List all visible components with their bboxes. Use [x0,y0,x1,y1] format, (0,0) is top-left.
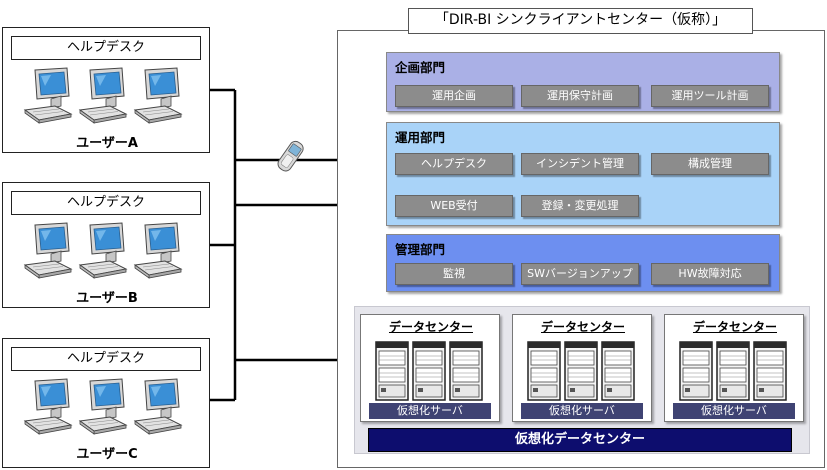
department-title: 運用部門 [395,130,446,145]
server-rack-icon [753,341,787,401]
computer-icon [133,378,183,435]
user-name: ユーザーB [76,291,138,306]
user-group-c: ヘルプデスク ユーザーC [2,338,210,468]
server-rack-icon [564,341,598,401]
server-rack-icon [527,341,561,401]
virtual-server-label: 仮想化サーバ [369,403,491,419]
operations-item: ヘルプデスク [395,153,513,175]
operations-item: WEB受付 [395,195,513,217]
mobile-phone-icon [277,140,304,172]
center-title: 「DIR-BI シンクライアントセンター（仮称）」 [408,8,753,34]
computer-icon [133,67,183,124]
operations-department: 運用部門 ヘルプデスク インシデント管理 構成管理 WEB受付 登録・変更処理 [386,122,780,226]
operations-item: 構成管理 [651,153,769,175]
computer-icon [78,67,128,124]
operations-item: インシデント管理 [521,153,639,175]
server-rack-icons [375,341,487,403]
virtual-datacenter-bar: 仮想化データセンター [368,428,792,452]
computer-icons [21,377,191,447]
user-name: ユーザーC [76,447,138,462]
computer-icon [23,67,73,124]
helpdesk-label: ヘルプデスク [11,36,201,60]
virtual-server-label: 仮想化サーバ [521,403,643,419]
operations-item: 登録・変更処理 [521,195,639,217]
server-rack-icon [716,341,750,401]
datacenter: データセンター 仮想化サーバ [664,314,804,422]
user-group-a: ヘルプデスク ユーザーA [2,27,210,153]
server-rack-icon [375,341,409,401]
computer-icons [21,66,191,136]
virtual-server-label: 仮想化サーバ [673,403,795,419]
server-rack-icon [679,341,713,401]
datacenter-title: データセンター [388,320,473,334]
department-title: 企画部門 [395,60,446,75]
server-rack-icons [679,341,791,403]
server-rack-icon [449,341,483,401]
department-title: 管理部門 [395,242,446,257]
user-group-b: ヘルプデスク ユーザーB [2,182,210,308]
planning-item: 運用ツール計画 [651,85,769,107]
helpdesk-label: ヘルプデスク [11,347,201,371]
planning-item: 運用保守計画 [521,85,639,107]
planning-item: 運用企画 [395,85,513,107]
computer-icon [78,222,128,279]
server-rack-icons [527,341,639,403]
management-item: HW故障対応 [651,263,769,285]
computer-icons [21,221,191,291]
datacenter: データセンター 仮想化サーバ [512,314,652,422]
planning-department: 企画部門 運用企画 運用保守計画 運用ツール計画 [386,52,780,112]
user-name: ユーザーA [76,136,138,151]
computer-icon [23,222,73,279]
datacenter-title: データセンター [540,320,625,334]
management-item: SWバージョンアップ [521,263,639,285]
helpdesk-label: ヘルプデスク [11,191,201,215]
computer-icon [78,378,128,435]
management-item: 監視 [395,263,513,285]
datacenter-title: データセンター [692,320,777,334]
computer-icon [23,378,73,435]
server-rack-icon [601,341,635,401]
datacenter: データセンター 仮想化サーバ [360,314,500,422]
management-department: 管理部門 監視 SWバージョンアップ HW故障対応 [386,234,780,292]
server-rack-icon [412,341,446,401]
computer-icon [133,222,183,279]
